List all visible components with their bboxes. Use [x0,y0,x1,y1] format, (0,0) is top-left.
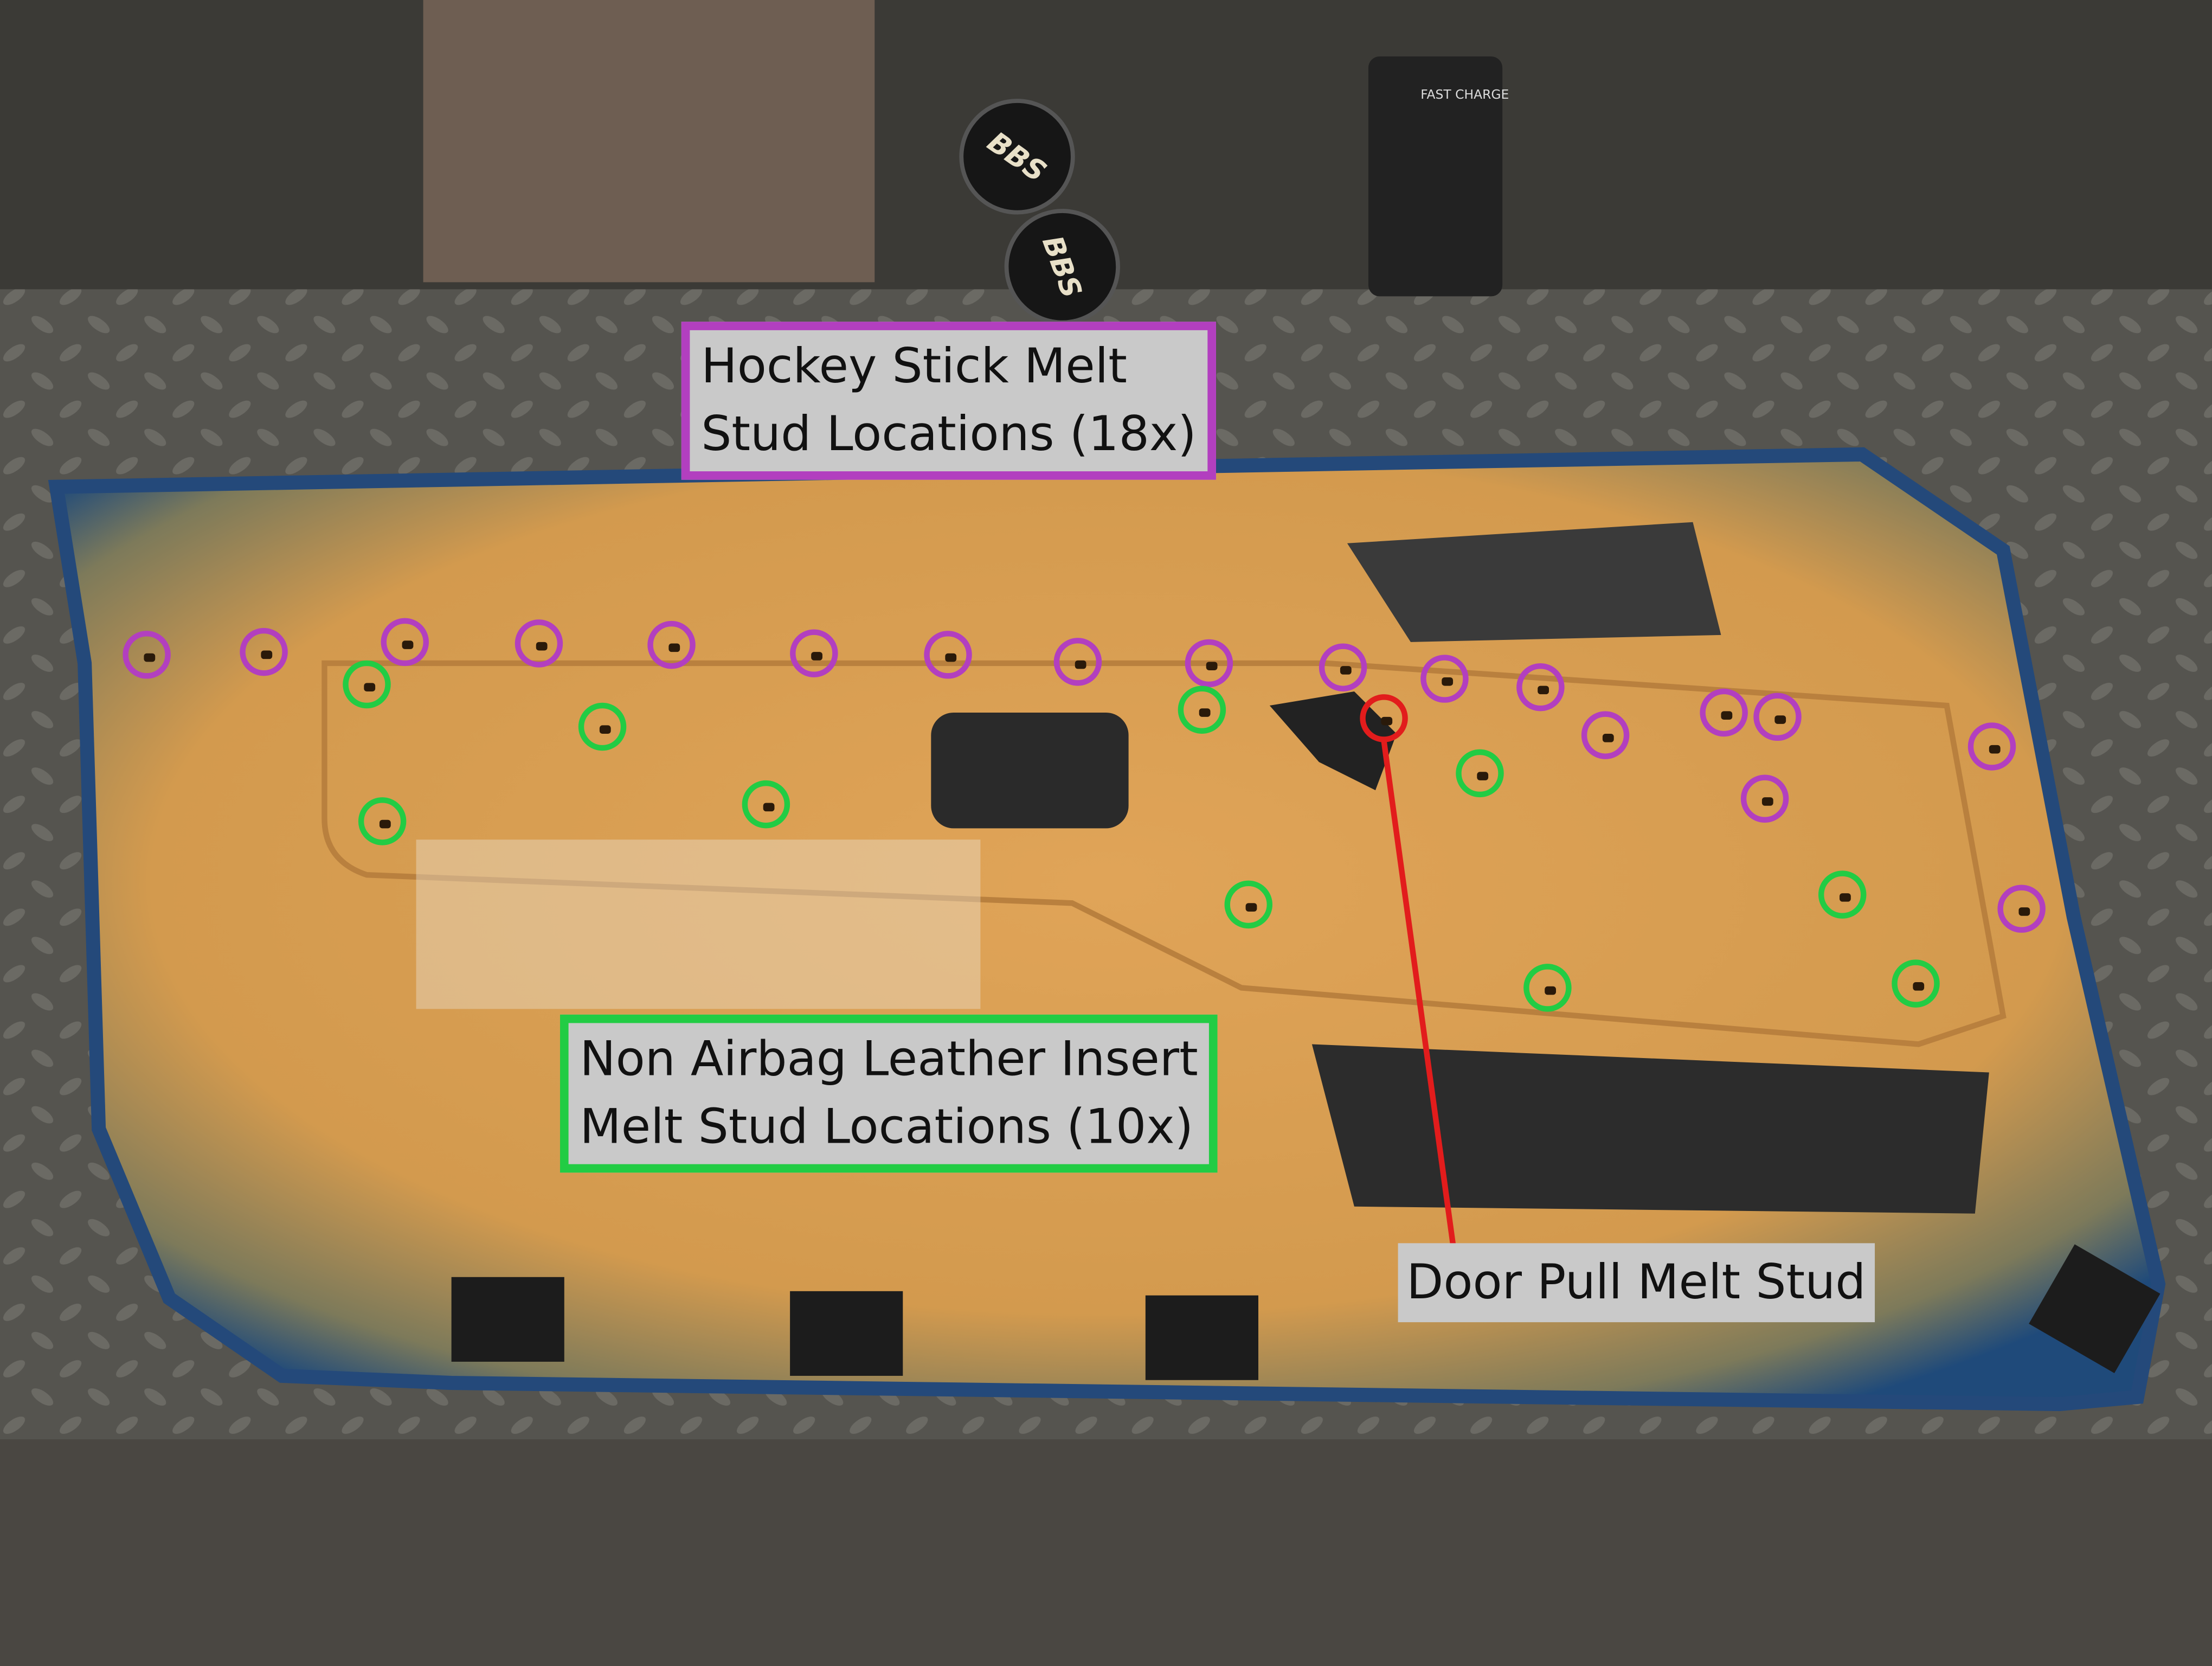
hockey-stick-stud-marker [790,629,838,677]
hockey-stick-stud-marker [515,619,563,668]
panel-ridge [321,660,2007,1047]
non-airbag-label-line1: Non Airbag Leather Insert [580,1031,1198,1088]
non-airbag-stud-marker [1523,964,1572,1012]
hockey-stick-stud-marker [1185,639,1233,688]
hockey-stick-stud-marker [240,627,288,676]
non-airbag-stud-marker [578,702,627,751]
bbs-badge-text: BBS [981,124,1053,189]
hockey-stick-stud-marker [1420,655,1469,703]
hockey-stick-stud-marker [1053,638,1102,686]
hockey-stick-stud-marker [1516,663,1565,712]
hockey-stick-stud-marker [381,618,429,667]
hockey-stick-stud-marker [1753,693,1802,741]
door-pull-label: Door Pull Melt Stud [1398,1243,1875,1323]
non-airbag-stud-marker [1224,880,1273,929]
charger [1368,56,1503,297]
hockey-stick-stud-marker [647,620,696,669]
opening [931,713,1129,829]
clip [451,1277,564,1362]
hockey-stick-stud-marker [1997,885,2046,933]
hockey-stick-stud-marker [1740,774,1789,823]
bbs-badge-text: BBS [1035,231,1089,303]
handle-opening [1347,522,1721,642]
mesh-tape [416,840,981,1009]
hockey-stick-label: Hockey Stick Melt Stud Locations (18x) [681,322,1217,480]
non-airbag-label-line2: Melt Stud Locations (10x) [580,1099,1194,1156]
non-airbag-stud-marker [1892,959,1940,1008]
non-airbag-stud-marker [1178,685,1226,734]
hockey-stick-stud-marker [1581,711,1630,759]
clip [790,1291,903,1376]
clip [2029,1244,2160,1373]
non-airbag-label: Non Airbag Leather Insert Melt Stud Loca… [560,1014,1218,1173]
hockey-stick-stud-marker [924,631,972,679]
charger-text: FAST CHARGE [1420,87,1509,102]
non-airbag-stud-marker [343,660,391,709]
non-airbag-stud-marker [358,797,407,845]
hockey-stick-stud-marker [1700,688,1748,737]
non-airbag-stud-marker [1818,870,1867,919]
floor [0,1439,2212,1666]
non-airbag-stud-marker [742,780,790,829]
door-pull-leader-line [1381,740,1456,1245]
hockey-stick-label-line2: Stud Locations (18x) [701,406,1197,463]
hockey-stick-stud-marker [123,631,171,679]
non-airbag-stud-marker [1456,749,1504,798]
workbench-clutter [423,0,875,283]
hockey-stick-stud-marker [1967,722,2016,771]
hockey-stick-label-line1: Hockey Stick Melt [701,338,1127,395]
clip [1145,1295,1258,1380]
pocket-opening [1311,1044,1989,1214]
door-pull-stud-marker [1360,694,1408,742]
hockey-stick-stud-marker [1319,643,1367,691]
